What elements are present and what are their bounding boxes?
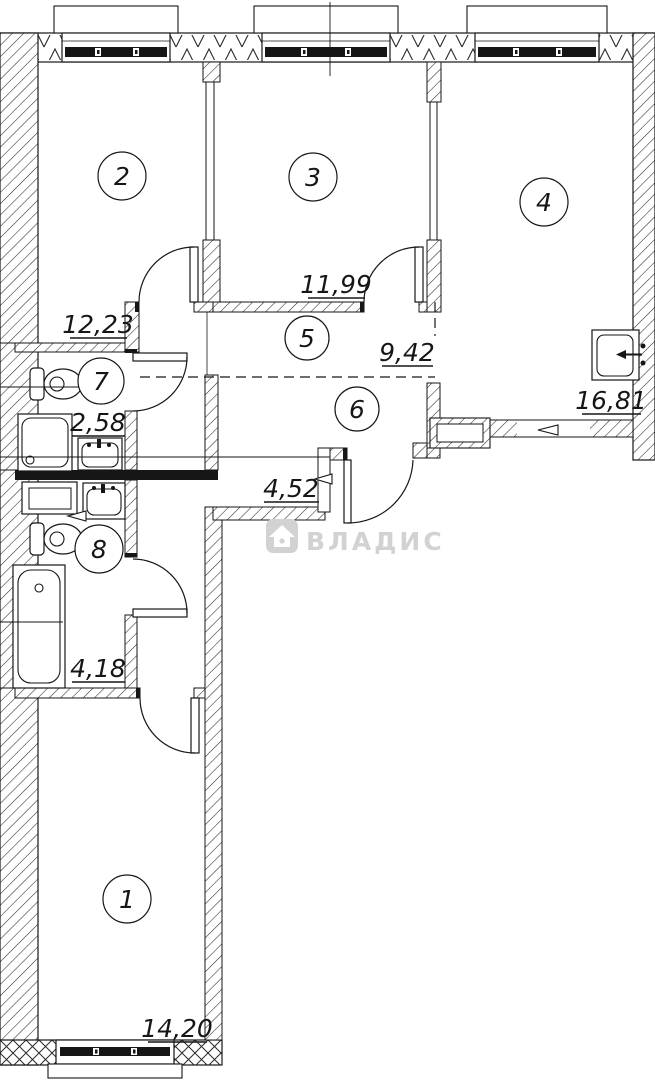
entrance-door: [343, 448, 414, 524]
opening-markers: [65, 424, 559, 522]
window-room2: [53, 5, 179, 63]
door-leaf: [190, 697, 200, 754]
door-arc: [132, 558, 188, 614]
window-glazing: [60, 1047, 170, 1056]
door-arc: [132, 356, 188, 412]
watermark: ВЛАДИС: [266, 519, 445, 556]
room-8-number: 8: [91, 535, 107, 564]
reference-lines: [0, 2, 331, 623]
window-room4: [466, 5, 608, 63]
room-3-area: 11,99: [300, 270, 372, 299]
room-5-area: 9,42: [379, 338, 435, 367]
room-7-number: 7: [93, 367, 109, 396]
wall-segment: [193, 687, 206, 699]
bathtub-symbol: [12, 564, 66, 689]
wall-segment: [15, 470, 218, 480]
door-arc: [347, 459, 414, 524]
door-leaf: [189, 246, 199, 303]
house-icon-glyph: [269, 525, 295, 547]
door-room3: [360, 246, 424, 312]
opening-arrow: [537, 424, 559, 436]
wall-segment: [202, 61, 221, 83]
washing-machine-symbol: [21, 481, 78, 515]
wall-segment: [204, 374, 219, 471]
door-leaf: [414, 246, 424, 303]
room-5-number: 5: [299, 324, 315, 353]
room-6-area: 4,52: [263, 474, 319, 503]
kitchen-sink-symbol: [591, 329, 646, 381]
door-leaf: [132, 608, 188, 618]
door-arc: [139, 697, 196, 754]
wall-segment: [193, 301, 214, 313]
room-7-circle: [77, 357, 125, 405]
opening-arrow: [313, 473, 333, 485]
wall-segment: [124, 410, 138, 471]
room-2-area: 12,23: [62, 310, 134, 339]
wall-segment: [202, 239, 221, 303]
wall-segment: [14, 342, 126, 353]
wall-segment: [429, 101, 438, 241]
window-sill: [466, 5, 608, 34]
room-4-circle: [519, 177, 569, 227]
faucet-arrow: [616, 350, 626, 359]
door-room8: [125, 553, 188, 618]
wall-segment: [418, 301, 428, 313]
window-glazing: [265, 47, 387, 57]
area-labels: 12,23 11,99 16,81 9,42 4,52 2,58 4,18 14…: [62, 270, 647, 1043]
interior-walls: [14, 61, 634, 1041]
wall-segment: [212, 301, 365, 313]
zone-boundary-dashed: [140, 302, 436, 378]
room-1-circle: [102, 874, 152, 924]
door-arc: [363, 246, 420, 303]
room-6-circle: [334, 386, 380, 432]
room-4-area: 16,81: [575, 386, 647, 415]
toilet-symbol: [29, 367, 83, 401]
room-3-circle: [288, 152, 338, 202]
room-2-number: 2: [114, 162, 130, 191]
wall-segment: [426, 61, 442, 103]
wall-segment: [14, 687, 141, 699]
room-numbers: 1 2 3 4 5 6 7 8: [91, 162, 552, 914]
door-arc: [138, 246, 195, 303]
room-6-number: 6: [349, 395, 365, 424]
wall-segment: [124, 479, 138, 558]
room-4-number: 4: [536, 188, 552, 217]
washbasin-symbol: [82, 482, 126, 520]
wall-segment: [124, 614, 138, 689]
door-room2: [135, 246, 199, 312]
room-8-area: 4,18: [70, 654, 126, 683]
window-room1: [47, 1039, 183, 1079]
window-sill: [47, 1063, 183, 1079]
window-sill: [53, 5, 179, 34]
wall-segment: [212, 506, 326, 521]
room-5-circle: [284, 315, 330, 361]
window-glazing: [478, 47, 596, 57]
room-2-circle: [97, 151, 147, 201]
wall-segment: [204, 506, 223, 1041]
window-room3: [253, 5, 399, 63]
window-glazing: [65, 47, 167, 57]
wall-segment: [426, 239, 442, 313]
watermark-text: ВЛАДИС: [306, 527, 445, 556]
door-leaf: [343, 459, 352, 524]
room-markers: [74, 151, 569, 924]
insulation-hatch: [390, 35, 475, 60]
room-7-area: 2,58: [70, 408, 126, 437]
wall-segment: [205, 81, 215, 241]
opening-arrow: [65, 510, 87, 522]
toilet-symbol: [29, 522, 83, 556]
room-8-circle: [74, 524, 124, 574]
door-room7: [125, 349, 188, 412]
door-leaf: [132, 352, 188, 362]
room-1-number: 1: [119, 885, 135, 914]
shower-tray-symbol: [17, 413, 73, 472]
insulation-hatch: [170, 35, 262, 60]
window-sill: [253, 5, 399, 34]
door-room1: [136, 688, 200, 754]
washbasin-symbol: [77, 437, 123, 471]
room-1-area: 14,20: [141, 1014, 213, 1043]
room-3-number: 3: [305, 163, 321, 192]
vent-shaft-symbol: [429, 417, 491, 449]
